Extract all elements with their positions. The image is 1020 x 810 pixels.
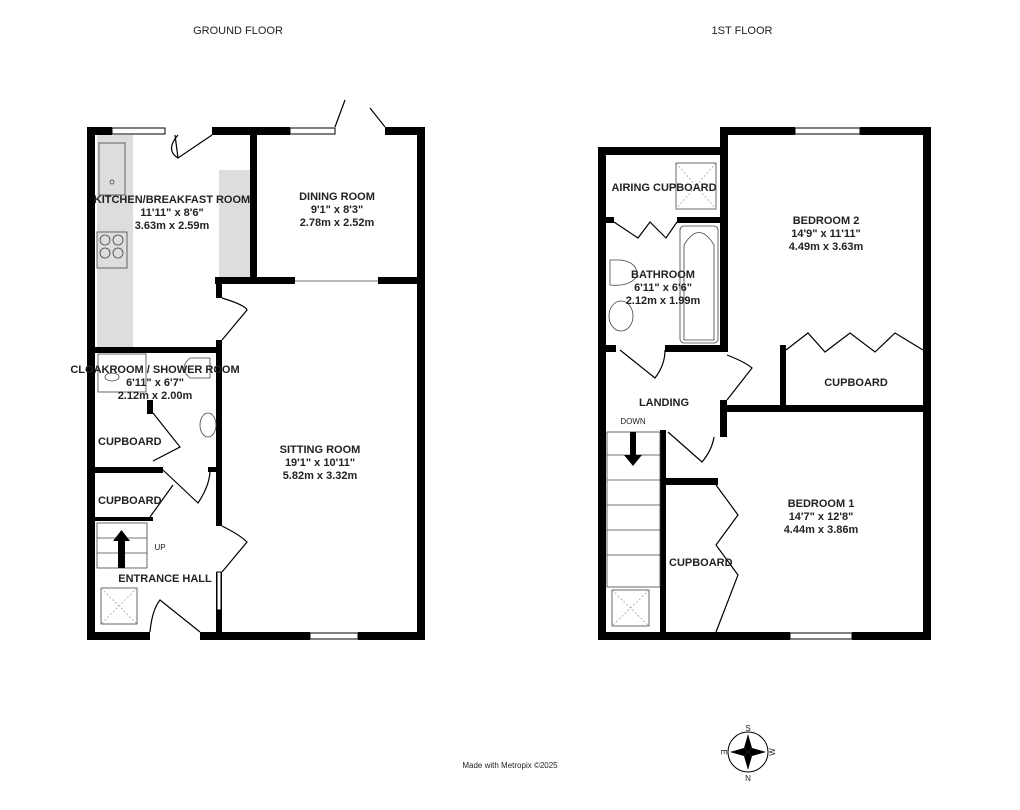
ground-floor-title: GROUND FLOOR bbox=[193, 25, 283, 37]
room-cupboard: CUPBOARD bbox=[669, 557, 733, 569]
sink-icon bbox=[98, 142, 126, 196]
arrow-down-icon bbox=[624, 455, 642, 466]
basin-icon bbox=[199, 412, 217, 438]
svg-text:S: S bbox=[745, 724, 750, 733]
room-cloakroom: CLOAKROOM / SHOWER ROOM 6'11" x 6'7" 2.1… bbox=[70, 364, 239, 402]
room-bedroom-1: BEDROOM 1 14'7" x 12'8" 4.44m x 3.86m bbox=[784, 498, 859, 536]
svg-text:14'7" x 12'8": 14'7" x 12'8" bbox=[789, 511, 854, 523]
toilet-icon bbox=[609, 259, 638, 286]
stairs-label: DOWN bbox=[620, 417, 646, 426]
svg-text:2.12m x 2.00m: 2.12m x 2.00m bbox=[118, 390, 193, 402]
window bbox=[111, 127, 166, 135]
toilet-icon bbox=[104, 372, 120, 382]
bath-icon bbox=[679, 225, 719, 344]
svg-text:CLOAKROOM / SHOWER ROOM: CLOAKROOM / SHOWER ROOM bbox=[70, 364, 239, 376]
svg-text:N: N bbox=[745, 774, 751, 783]
room-dining: DINING ROOM 9'1" x 8'3" 2.78m x 2.52m bbox=[299, 191, 375, 229]
svg-text:KITCHEN/BREAKFAST ROOM: KITCHEN/BREAKFAST ROOM bbox=[94, 194, 250, 206]
window bbox=[794, 127, 861, 135]
svg-text:BEDROOM 2: BEDROOM 2 bbox=[793, 215, 860, 227]
svg-text:BEDROOM 1: BEDROOM 1 bbox=[788, 498, 855, 510]
room-sitting: SITTING ROOM 19'1" x 10'11" 5.82m x 3.32… bbox=[280, 444, 361, 482]
room-cupboard: CUPBOARD bbox=[824, 377, 888, 389]
first-floor-plan: DOWN AIRING CUPBOARD BATHROOM 6'11" x 6'… bbox=[598, 127, 931, 640]
kitchen-counter bbox=[97, 135, 133, 347]
stairs-up: UP bbox=[96, 522, 166, 569]
window bbox=[289, 127, 336, 135]
window bbox=[789, 632, 853, 640]
room-landing: LANDING bbox=[639, 397, 689, 409]
room-airing-cupboard: AIRING CUPBOARD bbox=[611, 182, 716, 194]
room-cupboard: CUPBOARD bbox=[98, 495, 162, 507]
arrow-up-icon bbox=[113, 530, 130, 541]
shower-tray-icon bbox=[97, 353, 147, 393]
svg-text:6'11" x 6'6": 6'11" x 6'6" bbox=[634, 282, 692, 294]
svg-text:2.78m x 2.52m: 2.78m x 2.52m bbox=[300, 217, 375, 229]
svg-text:6'11" x 6'7": 6'11" x 6'7" bbox=[126, 377, 184, 389]
svg-text:19'1" x 10'11": 19'1" x 10'11" bbox=[285, 457, 355, 469]
svg-text:9'1" x 8'3": 9'1" x 8'3" bbox=[311, 204, 363, 216]
compass-icon: S N E W bbox=[719, 724, 777, 783]
hob-icon bbox=[96, 231, 128, 269]
svg-text:DINING ROOM: DINING ROOM bbox=[299, 191, 375, 203]
svg-text:BATHROOM: BATHROOM bbox=[631, 269, 695, 281]
room-bathroom: BATHROOM 6'11" x 6'6" 2.12m x 1.99m bbox=[626, 269, 701, 307]
svg-text:5.82m x 3.32m: 5.82m x 3.32m bbox=[283, 470, 358, 482]
svg-text:W: W bbox=[768, 748, 777, 756]
kitchen-counter bbox=[219, 170, 250, 280]
svg-text:4.49m x 3.63m: 4.49m x 3.63m bbox=[789, 241, 864, 253]
room-entrance-hall: ENTRANCE HALL bbox=[118, 573, 212, 585]
basin-icon bbox=[608, 300, 634, 332]
stairs-down: DOWN bbox=[606, 417, 661, 588]
window bbox=[309, 632, 359, 640]
svg-text:11'11" x 8'6": 11'11" x 8'6" bbox=[140, 207, 203, 219]
footer-credit: Made with Metropix ©2025 bbox=[462, 761, 558, 770]
room-cupboard: CUPBOARD bbox=[98, 436, 162, 448]
toilet-icon bbox=[183, 357, 211, 379]
room-kitchen: KITCHEN/BREAKFAST ROOM 11'11" x 8'6" 3.6… bbox=[94, 194, 250, 232]
svg-text:3.63m x 2.59m: 3.63m x 2.59m bbox=[135, 220, 210, 232]
ground-floor-plan: UP KITCHEN/BREAKFAST ROOM 11'11" x 8'6" … bbox=[70, 99, 425, 640]
svg-text:E: E bbox=[719, 749, 728, 754]
svg-text:SITTING ROOM: SITTING ROOM bbox=[280, 444, 361, 456]
svg-text:14'9" x 11'11": 14'9" x 11'11" bbox=[791, 228, 861, 240]
room-bedroom-2: BEDROOM 2 14'9" x 11'11" 4.49m x 3.63m bbox=[789, 215, 864, 253]
stairs-label: UP bbox=[154, 543, 165, 552]
svg-text:4.44m x 3.86m: 4.44m x 3.86m bbox=[784, 524, 859, 536]
svg-text:2.12m x 1.99m: 2.12m x 1.99m bbox=[626, 295, 701, 307]
first-floor-title: 1ST FLOOR bbox=[712, 25, 773, 37]
